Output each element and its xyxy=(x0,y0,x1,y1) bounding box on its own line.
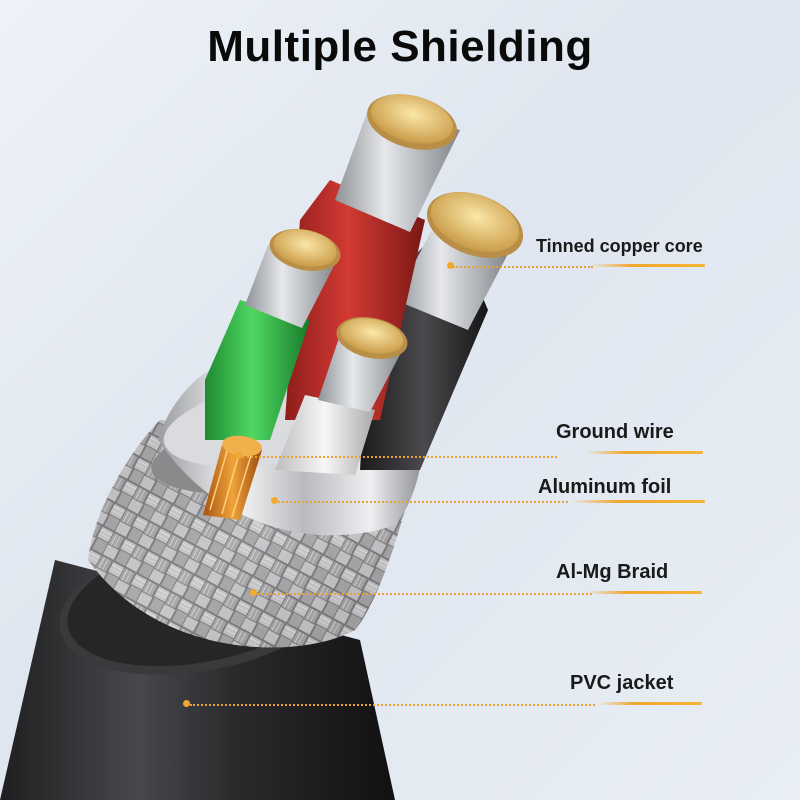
jacket-underline xyxy=(597,702,702,705)
ground-underline xyxy=(585,451,703,454)
green-wire xyxy=(205,229,341,440)
page-title: Multiple Shielding xyxy=(207,22,593,71)
label-pvc-jacket: PVC jacket xyxy=(570,672,674,694)
ground-leader-line xyxy=(242,456,557,458)
jacket-leader-line xyxy=(190,704,595,706)
foil-leader-line xyxy=(278,501,568,503)
label-aluminum-foil: Aluminum foil xyxy=(538,476,672,498)
foil-underline xyxy=(570,500,705,503)
jacket-marker-dot xyxy=(183,700,190,707)
core-underline xyxy=(590,264,705,267)
foil-marker-dot xyxy=(271,497,278,504)
ground-wire xyxy=(203,435,262,520)
core-leader-line xyxy=(453,266,593,268)
ground-marker-dot xyxy=(235,452,242,459)
core-marker-dot xyxy=(447,262,454,269)
white-wire xyxy=(275,317,408,475)
braid-underline xyxy=(585,591,702,594)
braid-leader-line xyxy=(257,593,592,595)
braid-marker-dot xyxy=(250,589,257,596)
label-al-mg-braid: Al-Mg Braid xyxy=(556,561,669,583)
label-ground-wire: Ground wire xyxy=(556,421,674,443)
label-tinned-copper-core: Tinned copper core xyxy=(536,236,703,256)
